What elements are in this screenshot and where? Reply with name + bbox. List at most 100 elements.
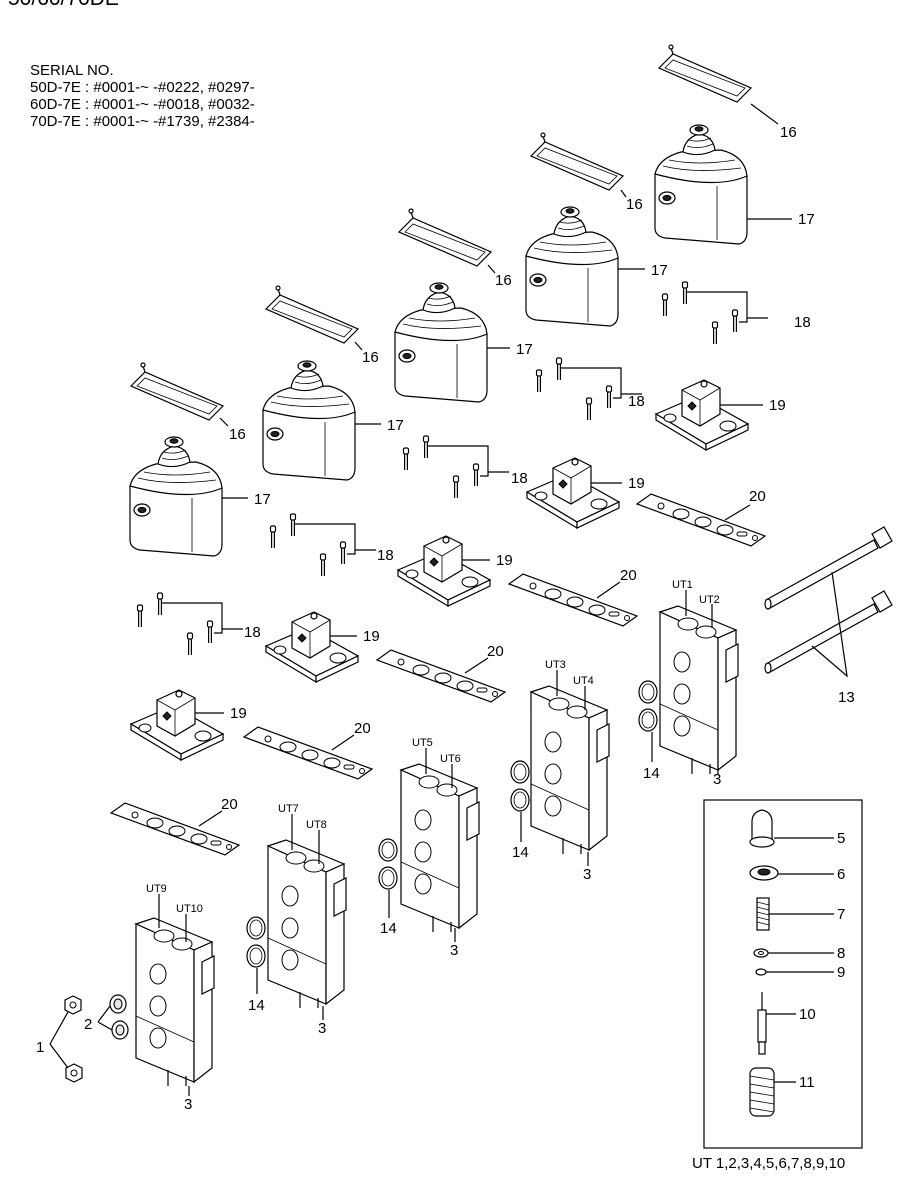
- label-ut1: UT1: [672, 579, 693, 591]
- label-13: 13: [838, 689, 855, 706]
- label-19-a: 19: [769, 397, 786, 414]
- label-16-c: 16: [495, 272, 512, 289]
- label-18-d: 18: [377, 547, 394, 564]
- bracket-19-d: [265, 611, 359, 683]
- label-18-c: 18: [511, 470, 528, 487]
- label-17-a: 17: [798, 211, 815, 228]
- label-20-b: 20: [620, 567, 637, 584]
- gasket-16-a: [658, 44, 752, 103]
- label-ut10: UT10: [176, 903, 203, 915]
- screw-set-18-e: [138, 593, 244, 655]
- inset-box: [703, 799, 863, 1149]
- plate-20-e: [110, 802, 240, 856]
- label-3-c: 3: [450, 942, 458, 959]
- label-20-c: 20: [487, 643, 504, 660]
- label-20-e: 20: [221, 796, 238, 813]
- label-19-e: 19: [230, 705, 247, 722]
- plate-20-d: [243, 726, 373, 780]
- serial-line-70d: 70D-7E : #0001-~ -#1739, #2384-: [30, 113, 255, 130]
- label-ut8: UT8: [306, 819, 327, 831]
- inset-caption: UT 1,2,3,4,5,6,7,8,9,10: [692, 1155, 846, 1172]
- valve-body-3-b: [530, 685, 610, 855]
- boot-17-b: [525, 206, 619, 327]
- label-19-d: 19: [363, 628, 380, 645]
- boot-17-e: [129, 436, 223, 557]
- tie-bolt-13-b: [764, 590, 893, 674]
- label-17-b: 17: [651, 262, 668, 279]
- plug-2-a: [109, 994, 127, 1014]
- screw-set-18-c: [404, 436, 510, 498]
- label-20-d: 20: [354, 720, 371, 737]
- gasket-16-b: [530, 132, 624, 191]
- valve-body-3-d: [267, 839, 347, 1009]
- valve-body-3-c: [400, 763, 480, 933]
- plate-20-b: [508, 573, 638, 627]
- spool-10: [757, 992, 767, 1055]
- tie-bolt-13-a: [764, 526, 893, 610]
- screw-set-18-b: [537, 358, 643, 420]
- screw-set-18-d: [271, 514, 377, 576]
- label-16-e: 16: [229, 426, 246, 443]
- label-19-b: 19: [628, 475, 645, 492]
- label-3-d: 3: [318, 1020, 326, 1037]
- spring-7: [756, 897, 770, 931]
- label-16-b: 16: [626, 196, 643, 213]
- label-16-a: 16: [780, 124, 797, 141]
- label-11: 11: [799, 1074, 815, 1091]
- label-17-e: 17: [254, 491, 271, 508]
- label-ut5: UT5: [412, 737, 433, 749]
- bracket-19-a: [655, 379, 749, 451]
- label-19-c: 19: [496, 552, 513, 569]
- label-18-a: 18: [794, 314, 811, 331]
- label-14-b: 14: [512, 844, 529, 861]
- bracket-19-b: [526, 457, 620, 529]
- boot-17-d: [262, 360, 356, 481]
- label-ut3: UT3: [545, 659, 566, 671]
- washer-8: [753, 948, 769, 958]
- nut-1-b: [65, 1063, 83, 1083]
- label-7: 7: [837, 906, 845, 923]
- label-20-a: 20: [749, 488, 766, 505]
- valve-body-3-e: [135, 917, 215, 1087]
- label-5: 5: [837, 830, 845, 847]
- label-2: 2: [84, 1016, 92, 1033]
- gasket-16-c: [398, 208, 492, 267]
- washer-9: [755, 968, 767, 976]
- label-14-a: 14: [643, 765, 660, 782]
- label-ut6: UT6: [440, 753, 461, 765]
- o-rings-14-a: [638, 680, 658, 732]
- serial-line-60d: 60D-7E : #0001-~ -#0018, #0032-: [30, 96, 255, 113]
- gasket-16-d: [265, 285, 359, 344]
- model-title: 50/60/70DE: [8, 0, 119, 10]
- plunger-5: [749, 809, 775, 848]
- boot-17-a: [654, 124, 748, 245]
- plug-2-b: [111, 1020, 129, 1040]
- label-3-e: 3: [184, 1096, 192, 1113]
- label-9: 9: [837, 964, 845, 981]
- label-18-e: 18: [244, 624, 261, 641]
- plate-20-a: [636, 493, 766, 547]
- serial-title: SERIAL NO.: [30, 62, 114, 79]
- label-ut2: UT2: [699, 594, 720, 606]
- o-rings-14-d: [246, 916, 266, 968]
- label-14-d: 14: [248, 997, 265, 1014]
- screw-set-18-a: [663, 282, 769, 344]
- plate-20-c: [376, 649, 506, 703]
- label-8: 8: [837, 945, 845, 962]
- o-rings-14-c: [378, 838, 398, 890]
- bracket-19-e: [130, 689, 224, 761]
- valve-body-3-a: [659, 605, 739, 775]
- label-ut9: UT9: [146, 883, 167, 895]
- label-ut7: UT7: [278, 803, 299, 815]
- spring-11: [749, 1067, 775, 1117]
- label-17-d: 17: [387, 417, 404, 434]
- label-3-b: 3: [583, 866, 591, 883]
- bracket-19-c: [397, 535, 491, 607]
- o-rings-14-b: [510, 760, 530, 812]
- gasket-16-e: [130, 362, 224, 421]
- label-18-b: 18: [628, 393, 645, 410]
- boot-17-c: [394, 282, 488, 403]
- label-3-a: 3: [713, 771, 721, 788]
